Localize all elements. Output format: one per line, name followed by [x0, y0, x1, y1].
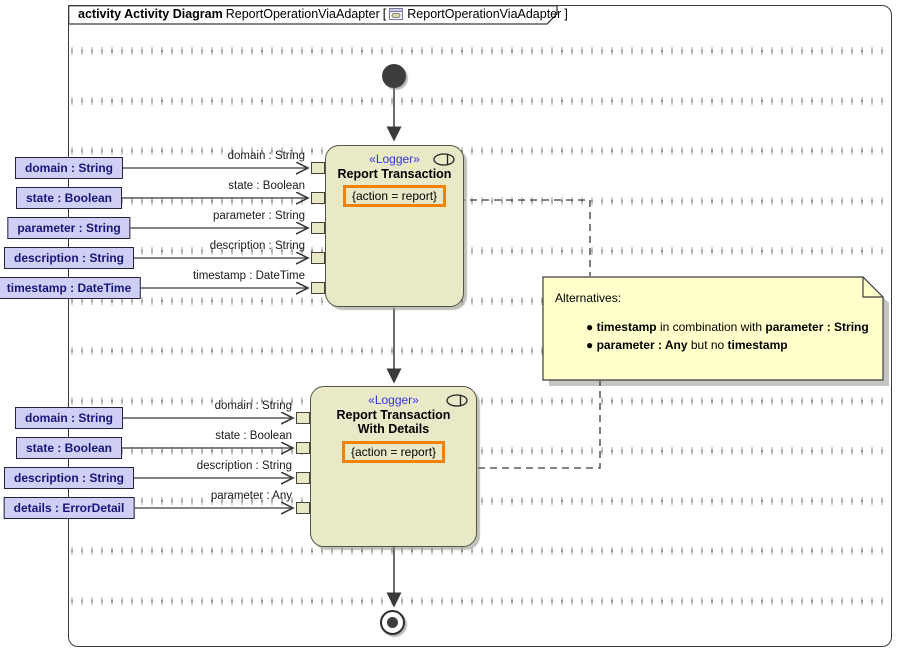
edge-label: domain : String	[227, 150, 305, 162]
frame-title: activity Activity Diagram ReportOperatio…	[78, 7, 568, 21]
edge-label: domain : String	[214, 400, 292, 412]
behavior-icon	[446, 394, 468, 407]
frame-title-kind: activity Activity Diagram	[78, 7, 223, 21]
action-name: Report Transaction With Details	[336, 408, 451, 437]
activity-final-core	[387, 617, 398, 628]
edge-label: state : Boolean	[215, 430, 292, 442]
activity-diagram-icon	[389, 8, 404, 20]
input-pin-domain-top[interactable]	[311, 162, 325, 174]
parameter-node-domain-bottom[interactable]: domain : String	[15, 407, 123, 429]
input-pin-description-bottom[interactable]	[296, 472, 310, 484]
edge-label: parameter : String	[212, 210, 305, 222]
note-bullet-1: ● timestamp in combination with paramete…	[586, 320, 869, 334]
action-report-transaction[interactable]: «Logger» Report Transaction {action = re…	[325, 145, 464, 307]
input-pin-domain-bottom[interactable]	[296, 412, 310, 424]
input-pin-description-top[interactable]	[311, 252, 325, 264]
edge-label: timestamp : DateTime	[192, 270, 305, 282]
parameter-node-state-top[interactable]: state : Boolean	[15, 187, 123, 209]
parameter-node-timestamp-top[interactable]: timestamp : DateTime	[0, 277, 142, 299]
input-pin-details-bottom[interactable]	[296, 502, 310, 514]
activity-final-node[interactable]	[380, 610, 405, 635]
edge-label: description : String	[196, 460, 292, 472]
input-pin-timestamp-top[interactable]	[311, 282, 325, 294]
stereotype-label: «Logger»	[368, 393, 419, 407]
parameter-node-parameter-top[interactable]: parameter : String	[7, 217, 131, 239]
action-report-transaction-with-details[interactable]: «Logger» Report Transaction With Details…	[310, 386, 477, 547]
action-constraint-highlighted[interactable]: {action = report}	[342, 185, 447, 208]
parameter-node-details-bottom[interactable]: details : ErrorDetail	[3, 497, 135, 519]
input-pin-state-bottom[interactable]	[296, 442, 310, 454]
stereotype-label: «Logger»	[369, 152, 420, 166]
bullet-icon: ●	[586, 320, 594, 334]
input-pin-state-top[interactable]	[311, 192, 325, 204]
frame-title-ref: ReportOperationViaAdapter	[407, 7, 562, 21]
frame-title-name: ReportOperationViaAdapter	[225, 7, 380, 21]
edge-label: state : Boolean	[228, 180, 305, 192]
parameter-node-description-top[interactable]: description : String	[3, 247, 135, 269]
initial-node[interactable]	[382, 64, 406, 88]
note-bullet-2: ● parameter : Any but no timestamp	[586, 338, 788, 352]
bullet-icon: ●	[586, 338, 594, 352]
behavior-icon	[433, 153, 455, 166]
action-constraint-highlighted[interactable]: {action = report}	[341, 440, 446, 463]
input-pin-parameter-top[interactable]	[311, 222, 325, 234]
parameter-node-domain-top[interactable]: domain : String	[15, 157, 123, 179]
edge-label: parameter : Any	[210, 490, 292, 502]
parameter-node-description-bottom[interactable]: description : String	[3, 467, 135, 489]
note-title: Alternatives:	[555, 291, 622, 305]
parameter-node-state-bottom[interactable]: state : Boolean	[15, 437, 123, 459]
edge-label: description : String	[209, 240, 305, 252]
action-name: Report Transaction	[337, 167, 452, 181]
